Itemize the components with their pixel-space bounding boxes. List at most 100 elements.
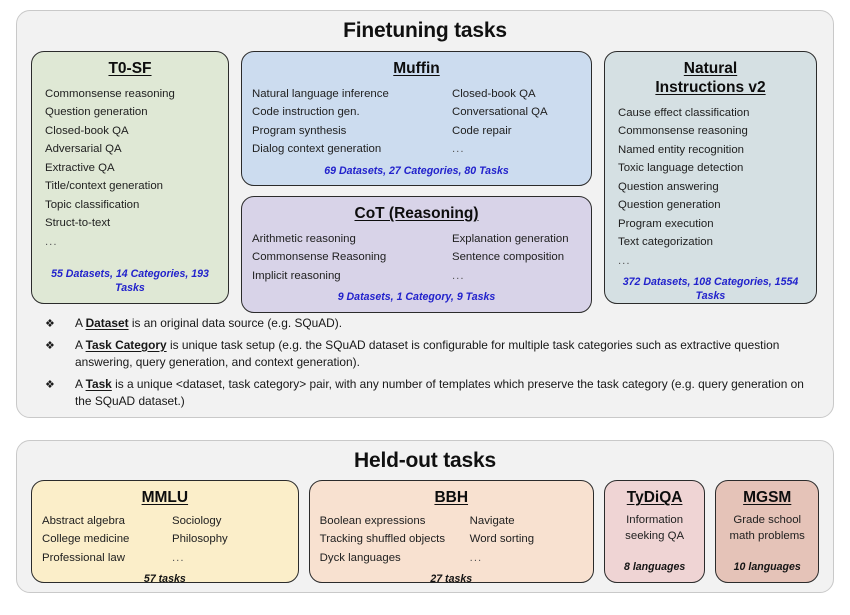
list-item: Cause effect classification [618, 106, 750, 119]
list-item: Sentence composition [452, 251, 565, 264]
t0sf-column: T0-SF Commonsense reasoning Question gen… [31, 51, 229, 304]
list-item: Arithmetic reasoning [252, 232, 356, 245]
list-item: Extractive QA [45, 161, 115, 174]
list-item: Explanation generation [452, 232, 569, 245]
card-tydiqa[interactable]: TyDiQA Information seeking QA 8 language… [603, 480, 706, 583]
list-item: Tracking shuffled objects [319, 533, 446, 546]
list-item: Named entity recognition [618, 143, 744, 156]
card-tydiqa-body-line2: seeking QA [625, 530, 685, 543]
heldout-panel-title: Held-out tasks [354, 449, 496, 472]
list-item-ellipsis: ... [172, 551, 185, 564]
card-niv2[interactable]: Natural Instructions v2 Cause effect cla… [604, 51, 817, 304]
list-item: Topic classification [45, 198, 140, 211]
definition-term: Dataset [85, 316, 129, 330]
card-bbh-list: Boolean expressions Tracking shuffled ob… [320, 512, 583, 567]
card-t0sf-footer: 55 Datasets, 14 Categories, 193 Tasks [51, 268, 209, 295]
definition-text: A Dataset is an original data source (e.… [75, 315, 342, 333]
card-tydiqa-body: Information seeking QA [615, 512, 695, 544]
muffin-cot-column: Muffin Natural language inference Code i… [241, 51, 592, 314]
card-niv2-list: Cause effect classification Commonsense … [615, 104, 806, 270]
list-item: Commonsense reasoning [618, 125, 748, 138]
list-item: College medicine [42, 533, 130, 546]
list-item: Navigate [469, 514, 515, 527]
card-t0sf[interactable]: T0-SF Commonsense reasoning Question gen… [31, 51, 229, 304]
card-muffin-footer: 69 Datasets, 27 Categories, 80 Tasks [324, 164, 509, 177]
card-muffin-col1: Natural language inference Code instruct… [252, 85, 452, 159]
card-tydiqa-body-line1: Information [626, 513, 684, 526]
card-bbh[interactable]: BBH Boolean expressions Tracking shuffle… [308, 480, 594, 585]
list-item: Sociology [172, 514, 222, 527]
list-item: Struct-to-text [45, 217, 111, 230]
card-cot-title: CoT (Reasoning) [354, 205, 479, 222]
definition-lead: A [75, 337, 86, 352]
list-item: Commonsense reasoning [45, 87, 175, 100]
list-item: Code instruction gen. [252, 106, 360, 119]
card-mmlu-title: MMLU [141, 489, 189, 506]
card-cot-col1: Arithmetic reasoning Commonsense Reasoni… [252, 230, 452, 285]
heldout-panel: Held-out tasks MMLU Abstract algebra Col… [16, 440, 834, 593]
list-item: Philosophy [172, 533, 228, 546]
list-item: Code repair [452, 124, 512, 137]
card-mgsm-title: MGSM [743, 489, 792, 506]
list-item: Program execution [618, 217, 714, 230]
list-item: Closed-book QA [452, 87, 536, 100]
card-cot[interactable]: CoT (Reasoning) Arithmetic reasoning Com… [241, 196, 592, 314]
card-t0sf-title: T0-SF [108, 60, 152, 77]
card-mmlu-col1: Abstract algebra College medicine Profes… [42, 512, 172, 567]
finetuning-panel-title: Finetuning tasks [343, 19, 507, 42]
niv2-column: Natural Instructions v2 Cause effect cla… [604, 51, 817, 304]
card-muffin-list: Natural language inference Code instruct… [252, 85, 581, 159]
card-cot-col2: Explanation generation Sentence composit… [452, 230, 569, 285]
card-mmlu[interactable]: MMLU Abstract algebra College medicine P… [31, 480, 299, 585]
list-item: Toxic language detection [618, 162, 744, 175]
definitions-list: ❖ A Dataset is an original data source (… [31, 315, 819, 411]
definition-row: ❖ A Task is a unique <dataset, task cate… [45, 376, 813, 411]
card-mmlu-col2: Sociology Philosophy ... [172, 512, 228, 567]
diamond-bullet-icon: ❖ [45, 378, 55, 391]
card-bbh-title: BBH [434, 489, 469, 506]
list-item: Implicit reasoning [252, 269, 341, 282]
card-mgsm-footer: 10 languages [733, 561, 801, 574]
card-t0sf-list: Commonsense reasoning Question generatio… [42, 85, 218, 251]
definition-term: Task Category [85, 337, 167, 352]
definition-row: ❖ A Dataset is an original data source (… [45, 315, 813, 333]
card-mgsm-body-line1: Grade school [733, 513, 802, 526]
card-mgsm-body-line2: math problems [729, 530, 805, 543]
card-cot-footer: 9 Datasets, 1 Category, 9 Tasks [337, 291, 496, 304]
card-bbh-footer: 27 tasks [430, 573, 473, 586]
card-mgsm-body: Grade school math problems [726, 512, 808, 544]
list-item: Abstract algebra [42, 514, 125, 527]
list-item: Dyck languages [319, 551, 401, 564]
list-item: Adversarial QA [45, 143, 122, 156]
card-mmlu-list: Abstract algebra College medicine Profes… [42, 512, 288, 567]
list-item: Question answering [618, 180, 719, 193]
list-item: Natural language inference [252, 87, 389, 100]
card-muffin[interactable]: Muffin Natural language inference Code i… [241, 51, 592, 186]
list-item: Dialog context generation [252, 143, 382, 156]
definition-text: A Task Category is unique task setup (e.… [75, 337, 813, 372]
list-item-ellipsis: ... [452, 269, 465, 282]
card-bbh-col2: Navigate Word sorting ... [470, 512, 534, 567]
card-mmlu-footer: 57 tasks [143, 573, 186, 586]
list-item-ellipsis: ... [45, 235, 58, 248]
list-item: Word sorting [469, 533, 535, 546]
card-tydiqa-footer: 8 languages [624, 561, 686, 574]
list-item: Commonsense Reasoning [252, 251, 387, 264]
card-tydiqa-title: TyDiQA [626, 489, 683, 506]
card-niv2-title-line1: Natural [683, 60, 738, 77]
card-bbh-col1: Boolean expressions Tracking shuffled ob… [320, 512, 470, 567]
list-item: Question generation [618, 199, 721, 212]
list-item-ellipsis: ... [618, 254, 631, 267]
list-item: Boolean expressions [319, 514, 426, 527]
list-item: Text categorization [618, 236, 713, 249]
definition-rest: is unique task setup (e.g. the SQuAD dat… [75, 337, 780, 370]
definition-rest: is an original data source (e.g. SQuAD). [128, 316, 343, 330]
card-muffin-title: Muffin [393, 60, 440, 77]
card-mgsm[interactable]: MGSM Grade school math problems 10 langu… [715, 480, 819, 583]
heldout-cards-row: MMLU Abstract algebra College medicine P… [31, 480, 819, 585]
list-item: Closed-book QA [45, 124, 129, 137]
finetuning-panel: Finetuning tasks T0-SF Commonsense reaso… [16, 10, 834, 418]
definition-rest: is a unique <dataset, task category> pai… [75, 376, 804, 409]
definition-text: A Task is a unique <dataset, task catego… [75, 376, 813, 411]
